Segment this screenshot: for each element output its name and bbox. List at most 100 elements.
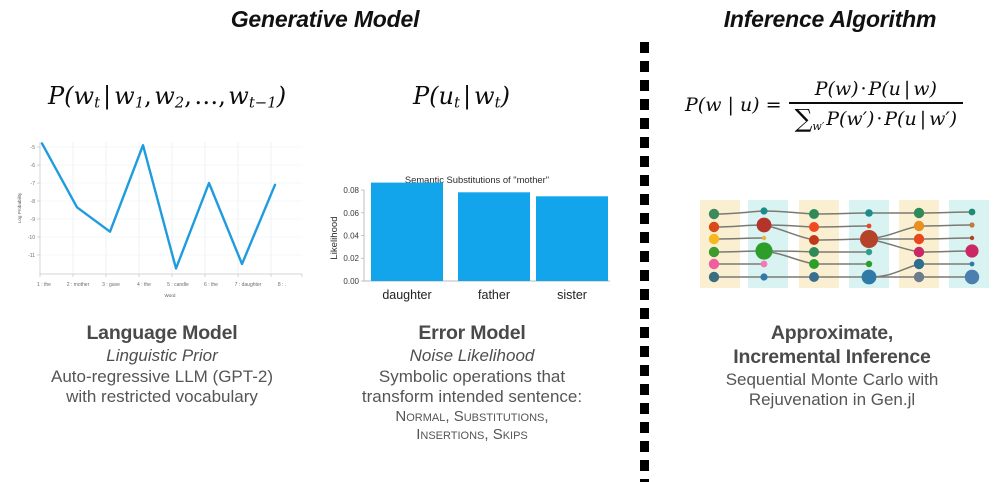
- particle-dot: [708, 258, 720, 270]
- particle-dot: [809, 222, 819, 232]
- particle-dot: [809, 209, 819, 219]
- bar-daughter: [371, 182, 443, 281]
- bar-father: [458, 192, 530, 281]
- particle-dot: [809, 247, 819, 257]
- bar-sister: [536, 196, 608, 281]
- particle-column-6: [964, 208, 980, 285]
- particle-dot: [708, 271, 720, 283]
- particle-dot: [809, 259, 819, 269]
- particle-dot: [708, 246, 720, 258]
- smc-particle-diagram: [694, 194, 994, 294]
- caption-em-ops-line-2: Insertions, Skips: [416, 426, 528, 444]
- line-xtick-4: 5 : candle: [167, 282, 189, 288]
- particle-column-2: [755, 207, 773, 281]
- particle-dot: [761, 235, 767, 241]
- particle-dot: [861, 269, 877, 285]
- particle-dot: [708, 208, 720, 220]
- line-yaxis-label: Log Probability: [17, 192, 22, 223]
- caption-inf-line-2: Rejuvenation in Gen.jl: [748, 390, 916, 410]
- particle-dot: [913, 233, 925, 245]
- line-ytick-3: -8: [31, 199, 36, 205]
- particle-dot: [760, 273, 768, 281]
- particle-column-4: [860, 209, 878, 285]
- particle-dot: [760, 207, 768, 215]
- bar-ytick-4: 0.08: [343, 186, 359, 195]
- particle-dot: [969, 261, 975, 267]
- particle-dot: [913, 258, 925, 270]
- caption-inf-line-1: Sequential Monte Carlo with: [725, 369, 939, 389]
- bayes-lhs: P(w | u) =: [685, 94, 782, 117]
- particle-dot: [755, 242, 773, 260]
- bar-ytick-0: 0.00: [343, 277, 359, 286]
- particle-dot: [913, 271, 925, 283]
- bar-ytick-3: 0.06: [343, 209, 359, 218]
- particle-dot: [760, 260, 768, 268]
- section-title-generative-model: Generative Model: [230, 6, 420, 32]
- bar-ytick-2: 0.04: [343, 232, 359, 241]
- line-xtick-0: 1 : the: [37, 282, 51, 288]
- particle-dot: [913, 207, 925, 219]
- particle-dot: [708, 233, 720, 245]
- particle-dot: [865, 209, 873, 217]
- line-xaxis-label: Word: [165, 293, 176, 298]
- particle-dot: [913, 246, 925, 258]
- particle-dot: [809, 235, 819, 245]
- line-ytick-6: -11: [28, 253, 35, 259]
- particle-dot: [860, 230, 878, 248]
- caption-em-ops-line-1: Normal, Substitutions,: [395, 407, 549, 425]
- particle-dot: [865, 260, 873, 268]
- bayes-fraction: P(w) · P(u|w) ∑w′ P(w′) · P(u|w′): [788, 78, 964, 133]
- caption-em-line-2: transform intended sentence:: [361, 387, 583, 407]
- particle-column-1: [708, 208, 720, 283]
- line-xtick-2: 3 : gave: [102, 282, 120, 288]
- particle-dot: [968, 208, 976, 216]
- line-xtick-7: 8 : .: [278, 282, 286, 288]
- particle-dot: [809, 272, 819, 282]
- particle-column-5: [913, 207, 925, 283]
- line-series-log-probability: [40, 142, 277, 270]
- caption-em-heading: Error Model: [418, 322, 526, 344]
- caption-lm-line-2: with restricted vocabulary: [66, 387, 258, 407]
- caption-em-line-1: Symbolic operations that: [378, 366, 566, 386]
- formula-error-model: P(ut|wt): [413, 82, 510, 112]
- particle-dot: [969, 235, 975, 241]
- caption-language-model: Language Model Linguistic Prior Auto-reg…: [12, 322, 312, 408]
- line-xtick-1: 2 : mother: [67, 282, 90, 288]
- particle-dot: [865, 248, 873, 256]
- particle-dot: [965, 244, 979, 258]
- bar-xtick-2: sister: [557, 288, 587, 302]
- vertical-dashed-divider: [640, 42, 649, 482]
- particle-dot: [913, 220, 925, 232]
- formula-language-model: P(wt|w1, w2, …, wt−1): [48, 82, 287, 112]
- bar-xtick-0: daughter: [382, 288, 431, 302]
- caption-inf-heading-2: Incremental Inference: [733, 345, 931, 368]
- bar-xtick-1: father: [478, 288, 510, 302]
- particle-dot: [964, 269, 980, 285]
- bayes-denominator: ∑w′ P(w′) · P(u|w′): [794, 103, 958, 133]
- line-xtick-3: 4 : the: [137, 282, 151, 288]
- line-ytick-5: -10: [28, 235, 35, 241]
- line-ytick-0: -5: [31, 145, 36, 151]
- bayes-numerator: P(w) · P(u|w): [814, 78, 937, 100]
- line-xtick-5: 6 : the: [204, 282, 218, 288]
- caption-em-subtitle: Noise Likelihood: [409, 345, 535, 365]
- section-title-inference-algorithm: Inference Algorithm: [723, 6, 937, 32]
- caption-lm-heading: Language Model: [86, 322, 238, 344]
- line-ytick-4: -9: [31, 217, 36, 223]
- error-model-bar-chart: Semantic Substitutions of "mother" 0.00 …: [322, 168, 622, 308]
- particle-dot: [708, 221, 720, 233]
- line-ytick-2: -7: [31, 181, 36, 187]
- caption-lm-subtitle: Linguistic Prior: [106, 345, 218, 365]
- particle-dot: [756, 217, 772, 233]
- bar-yaxis-label: Likelihood: [329, 216, 340, 259]
- bar-ytick-1: 0.02: [343, 254, 359, 263]
- caption-error-model: Error Model Noise Likelihood Symbolic op…: [322, 322, 622, 445]
- language-model-line-chart: -5 -6 -7 -8 -9 -10 -11 1 : the 2 : mothe…: [10, 130, 310, 305]
- bar-chart-title: Semantic Substitutions of "mother": [405, 174, 549, 185]
- caption-inference: Approximate, Incremental Inference Seque…: [672, 322, 992, 411]
- particle-column-3: [809, 209, 819, 282]
- line-ytick-1: -6: [31, 163, 36, 169]
- particle-dot: [969, 222, 975, 228]
- particle-dot: [866, 223, 872, 229]
- caption-inf-heading-1: Approximate,: [770, 322, 894, 344]
